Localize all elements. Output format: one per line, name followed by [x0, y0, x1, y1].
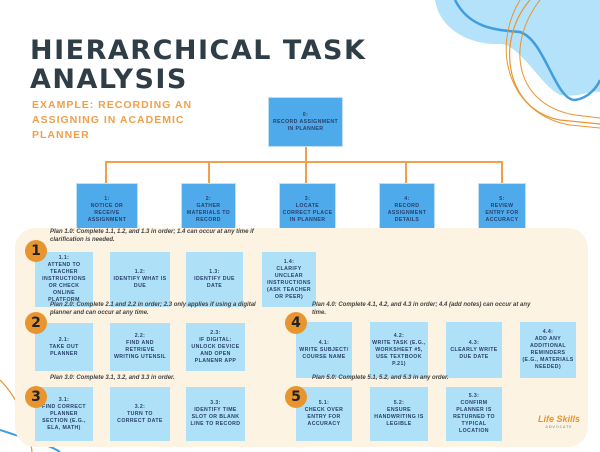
task-id: 3.1: [58, 396, 70, 403]
task-box: 4.3:CLEARLY WRITE DUE DATE [446, 322, 502, 378]
logo-text: Life Skills [537, 414, 581, 424]
task-id: 1.4: [283, 258, 295, 265]
step-number-badge: 1 [25, 240, 47, 262]
task-box: 4.1:WRITE SUBJECT/ COURSE NAME [296, 322, 352, 378]
plan-text: Plan 2.0: Complete 2.1 and 2.2 in order;… [50, 302, 256, 316]
task-id: 1.1: [58, 255, 70, 261]
task-label: ENSURE HANDWRITING IS LEGIBLE [374, 407, 424, 427]
plan-text: Plan 4.0: Complete 4.1, 4.2, and 4.3 in … [312, 302, 531, 316]
task-label: IDENTIFY TIME SLOT OR BLANK LINE TO RECO… [190, 407, 241, 427]
task-label: IF DIGITAL: UNLOCK DEVICE AND OPEN PLANE… [191, 336, 240, 364]
task-id: 4.2: [393, 332, 405, 339]
task-label: TURN TO CORRECT DATE [117, 410, 163, 424]
task-id: 1.2: [134, 269, 146, 275]
root-task-box: 0:RECORD ASSIGNMENT IN PLANNER [268, 97, 343, 147]
task-box: 4.4:ADD ANY ADDITIONAL REMINDERS (E.G., … [520, 322, 576, 378]
task-id: 3.3: [210, 400, 221, 406]
task-box: 1.4:CLARIFY UNCLEAR INSTRUCTIONS (ASK TE… [262, 252, 316, 307]
task-id: 4: [404, 196, 410, 202]
plan-text: Plan 1.0: Complete 1.1, 1.2, and 1.3 in … [50, 229, 254, 243]
task-id: 1.3: [209, 269, 220, 275]
task-label: CHECK OVER ENTRY FOR ACCURACY [304, 407, 344, 427]
task-label: FIND CORRECT PLANNER SECTION (E.G., ELA,… [42, 403, 86, 431]
task-id: 2.3: [210, 329, 221, 336]
step-number-badge: 4 [285, 312, 307, 334]
connector [208, 161, 210, 183]
task-label: IDENTIFY DUE DATE [194, 276, 235, 289]
task-id: 3.2: [134, 403, 146, 410]
title-line-1: HIERARCHICAL TASK [30, 35, 367, 66]
logo-subtext: ADVOCATE [545, 425, 573, 429]
task-id: 2: [205, 196, 212, 202]
task-id: 4.4: [542, 329, 554, 335]
task-label: RECORD ASSIGNMENT DETAILS [387, 203, 427, 223]
task-box: 1.3:IDENTIFY DUE DATE [186, 252, 243, 307]
plan-text: Plan 5.0: Complete 5.1, 5.2, and 5.3 in … [312, 375, 449, 381]
plan-text: Plan 3.0: Complete 3.1, 3.2, and 3.3 in … [50, 375, 175, 381]
connector [305, 147, 307, 183]
task-id: 4.1: [318, 339, 330, 346]
task-label: RECORD ASSIGNMENT IN PLANNER [272, 118, 339, 132]
task-id: 5: [499, 196, 505, 202]
task-id: 5.2: [393, 400, 405, 406]
task-label: TAKE OUT PLANNER [49, 343, 79, 357]
task-box: 2.1:TAKE OUT PLANNER [35, 323, 93, 371]
task-label: REVIEW ENTRY FOR ACCURACY [485, 203, 519, 223]
task-id: 5.3: [468, 393, 480, 399]
connector [501, 161, 503, 183]
title-line-2: ANALYSIS [30, 64, 188, 95]
connector [105, 161, 502, 163]
task-label: NOTICE OR RECEIVE ASSIGNMENT [87, 203, 127, 223]
task-box: 3.3:IDENTIFY TIME SLOT OR BLANK LINE TO … [186, 387, 245, 441]
task-box: 3.2:TURN TO CORRECT DATE [110, 387, 170, 441]
task-label: ATTEND TO TEACHER INSTRUCTIONS OR CHECK … [42, 262, 86, 303]
task-box: 1.1:ATTEND TO TEACHER INSTRUCTIONS OR CH… [35, 252, 93, 307]
task-id: 4.3: [468, 339, 480, 346]
connector [105, 161, 107, 183]
task-id: 0: [302, 111, 309, 118]
step-number-badge: 3 [25, 386, 47, 408]
task-label: CONFIRM PLANNER IS RETURNED TO TYPICAL L… [453, 400, 495, 434]
logo: Life Skills ADVOCATE [530, 414, 588, 444]
task-id: 1: [104, 196, 110, 202]
task-box: 2.2:FIND AND RETRIEVE WRITING UTENSIL [110, 323, 170, 371]
step-number-badge: 5 [285, 386, 307, 408]
task-box: 5.3:CONFIRM PLANNER IS RETURNED TO TYPIC… [446, 387, 502, 441]
task-id: 2.2: [134, 333, 146, 339]
task-box: 4.2:WRITE TASK (E.G., WORKSHEET #5, USE … [370, 322, 428, 378]
task-label: ADD ANY ADDITIONAL REMINDERS (E.G., MATE… [522, 336, 574, 370]
task-box: 5.2:ENSURE HANDWRITING IS LEGIBLE [370, 387, 428, 441]
task-id: 5.1: [318, 400, 330, 406]
task-box: 1.2:IDENTIFY WHAT IS DUE [110, 252, 170, 307]
task-label: LOCATE CORRECT PLACE IN PLANNER [282, 203, 333, 223]
task-id: 3: [304, 196, 311, 202]
subtitle: EXAMPLE: RECORDING AN ASSIGNING IN ACADE… [32, 99, 193, 141]
task-label: FIND AND RETRIEVE WRITING UTENSIL [113, 340, 167, 360]
task-label: WRITE TASK (E.G., WORKSHEET #5, USE TEXT… [372, 339, 426, 367]
task-label: GATHER MATERIALS TO RECORD [186, 203, 231, 223]
task-label: IDENTIFY WHAT IS DUE [113, 276, 167, 289]
task-label: CLARIFY UNCLEAR INSTRUCTIONS (ASK TEACHE… [267, 265, 311, 300]
task-box: 2.3:IF DIGITAL: UNLOCK DEVICE AND OPEN P… [186, 323, 245, 371]
step-number-badge: 2 [25, 312, 47, 334]
task-id: 2.1: [58, 336, 70, 343]
connector [405, 161, 407, 183]
task-label: WRITE SUBJECT/ COURSE NAME [299, 346, 349, 360]
task-label: CLEARLY WRITE DUE DATE [450, 346, 498, 360]
